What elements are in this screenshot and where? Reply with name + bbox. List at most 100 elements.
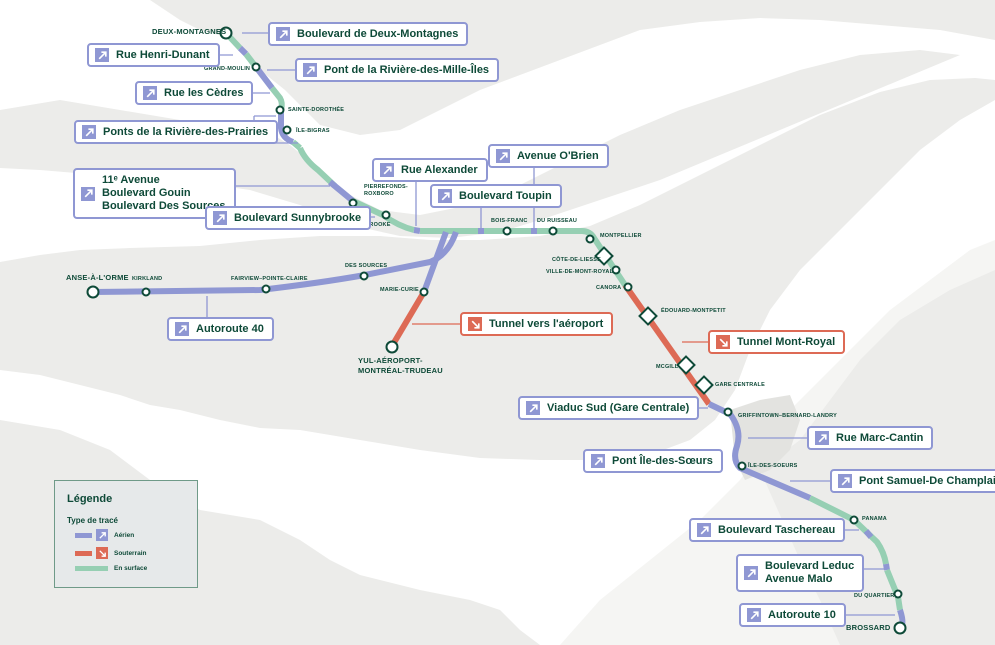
- station-label-fairview: FAIRVIEW–POINTE-CLAIRE: [231, 276, 308, 282]
- station-label-yul-2: MONTRÉAL-TRUDEAU: [358, 366, 443, 375]
- station-label-anse-a-lorme: ANSE-À-L'ORME: [66, 273, 129, 282]
- callout-autoroute-40[interactable]: Autoroute 40: [167, 317, 274, 341]
- station-label-grand-moulin: GRAND-MOULIN: [204, 66, 251, 72]
- arrow-down-right-icon: [468, 317, 482, 331]
- callout-label: Rue Henri-Dunant: [116, 48, 210, 61]
- station-label-des-sources: DES SOURCES: [345, 263, 388, 269]
- arrow-up-right-icon: [213, 211, 227, 225]
- legend-label: Aérien: [114, 531, 135, 539]
- callout-boulevard-deux-montagnes[interactable]: Boulevard de Deux-Montagnes: [268, 22, 469, 46]
- legend-item-souterrain: Souterrain: [75, 547, 147, 559]
- legend-label: Souterrain: [114, 549, 147, 557]
- station-label-panama: PANAMA: [862, 516, 887, 522]
- callout-rue-marc-cantin[interactable]: Rue Marc-Cantin: [807, 426, 934, 450]
- callout-label-line: Boulevard Des Sources: [102, 200, 226, 212]
- station-label-kirkland: KIRKLAND: [132, 276, 163, 282]
- callout-label: Rue les Cèdres: [164, 86, 244, 99]
- segment-dm-11: [413, 227, 421, 234]
- callout-autoroute-10[interactable]: Autoroute 10: [739, 603, 846, 627]
- arrow-up-right-icon: [175, 322, 189, 336]
- callout-label: Avenue O'Brien: [517, 149, 599, 162]
- segment-south-aerial-2: [883, 563, 890, 571]
- land-montreal-island: [0, 78, 995, 460]
- legend-swatch-underground: [75, 550, 92, 556]
- callout-rue-alexander[interactable]: Rue Alexander: [372, 158, 488, 182]
- segment-dm-6: [278, 110, 295, 145]
- callout-tunnel-aeroport[interactable]: Tunnel vers l'aéroport: [460, 312, 614, 336]
- station-label-marie-curie: MARIE-CURIE: [380, 287, 419, 293]
- arrow-up-right-icon: [438, 189, 452, 203]
- station-marker-mcgill[interactable]: [676, 355, 696, 375]
- station-label-deux-montagnes: DEUX-MONTAGNES: [152, 27, 227, 36]
- callout-label: Viaduc Sud (Gare Centrale): [547, 401, 690, 414]
- arrow-up-right-icon: [276, 27, 290, 41]
- callout-label-line: 11ᵉ Avenue: [102, 174, 160, 186]
- callout-pont-mille-iles[interactable]: Pont de la Rivière-des-Mille-Îles: [295, 58, 500, 82]
- callout-tunnel-mont-royal[interactable]: Tunnel Mont-Royal: [708, 330, 846, 354]
- legend: Légende Type de tracé Aérien Souterrain …: [54, 480, 198, 588]
- station-label-du-ruisseau: DU RUISSEAU: [537, 218, 578, 224]
- callout-ponts-riviere-des-prairies[interactable]: Ponts de la Rivière-des-Prairies: [74, 120, 279, 144]
- station-marker-ile-des-soeurs[interactable]: [737, 461, 747, 471]
- station-marker-deux-montagnes[interactable]: [219, 26, 233, 40]
- station-marker-griffintown[interactable]: [723, 407, 733, 417]
- callout-label-line: Boulevard Gouin: [102, 187, 191, 199]
- arrow-down-right-icon: [716, 335, 730, 349]
- arrow-up-right-icon: [838, 474, 852, 488]
- station-marker-ville-mont-royal[interactable]: [611, 265, 621, 275]
- callout-label: Boulevard Taschereau: [718, 523, 836, 536]
- station-marker-anse-a-lorme[interactable]: [86, 285, 100, 299]
- station-label-gare-centrale: GARE CENTRALE: [715, 382, 765, 388]
- callout-boulevard-sunnybrooke[interactable]: Boulevard Sunnybrooke: [205, 206, 372, 230]
- station-marker-cote-de-liesse[interactable]: [594, 246, 614, 266]
- arrow-up-right-icon: [697, 523, 711, 537]
- station-label-mcgill: MCGILL: [656, 364, 679, 370]
- station-label-montpellier: MONTPELLIER: [600, 233, 642, 239]
- station-marker-montpellier[interactable]: [585, 234, 595, 244]
- callout-boulevard-toupin[interactable]: Boulevard Toupin: [430, 184, 562, 208]
- arrow-up-right-icon: [96, 529, 108, 541]
- callout-label: Pont Samuel-De Champlain: [859, 474, 995, 487]
- stations: [86, 26, 907, 635]
- callout-label: Ponts de la Rivière-des-Prairies: [103, 125, 269, 138]
- station-marker-sunnybrooke[interactable]: [381, 210, 391, 220]
- station-marker-marie-curie[interactable]: [419, 287, 429, 297]
- station-label-edouard-montpetit: ÉDOUARD-MONTPETIT: [661, 308, 726, 314]
- arrow-up-right-icon: [82, 125, 96, 139]
- callout-label: Boulevard Toupin: [459, 189, 552, 202]
- station-marker-gare-centrale[interactable]: [694, 375, 714, 395]
- callout-label: Rue Marc-Cantin: [836, 431, 924, 444]
- station-marker-panama[interactable]: [849, 515, 859, 525]
- station-marker-bois-franc[interactable]: [502, 226, 512, 236]
- callout-label: Rue Alexander: [401, 163, 478, 176]
- callout-rue-les-cedres[interactable]: Rue les Cèdres: [135, 81, 254, 105]
- callout-rue-henri-dunant[interactable]: Rue Henri-Dunant: [87, 43, 220, 67]
- callout-leduc-malo[interactable]: Boulevard Leduc Avenue Malo: [736, 554, 865, 592]
- callout-viaduc-sud[interactable]: Viaduc Sud (Gare Centrale): [518, 396, 700, 420]
- station-marker-edouard-montpetit[interactable]: [638, 306, 658, 326]
- station-marker-fairview[interactable]: [261, 284, 271, 294]
- station-marker-sainte-dorothee[interactable]: [275, 105, 285, 115]
- station-marker-du-ruisseau[interactable]: [548, 226, 558, 236]
- station-label-du-quartier: DU QUARTIER: [854, 593, 895, 599]
- segment-dm-8: [297, 146, 338, 189]
- station-label-bois-franc: BOIS-FRANC: [491, 218, 528, 224]
- station-marker-canora[interactable]: [623, 282, 633, 292]
- station-marker-yul[interactable]: [385, 340, 399, 354]
- station-marker-kirkland[interactable]: [141, 287, 151, 297]
- callout-pont-ile-des-soeurs[interactable]: Pont Île-des-Sœurs: [583, 449, 723, 473]
- station-label-sainte-dorothee: SAINTE-DOROTHÉE: [288, 107, 345, 113]
- callout-avenue-obrien[interactable]: Avenue O'Brien: [488, 144, 609, 168]
- station-label-cote-de-liesse: CÔTE-DE-LIESSE: [552, 257, 601, 263]
- arrow-up-right-icon: [744, 566, 758, 580]
- arrow-up-right-icon: [143, 86, 157, 100]
- station-marker-ile-bigras[interactable]: [282, 125, 292, 135]
- station-marker-brossard[interactable]: [893, 621, 907, 635]
- station-marker-grand-moulin[interactable]: [251, 62, 261, 72]
- callout-boulevard-taschereau[interactable]: Boulevard Taschereau: [689, 518, 846, 542]
- callout-pont-samuel-de-champlain[interactable]: Pont Samuel-De Champlain: [830, 469, 995, 493]
- station-marker-des-sources[interactable]: [359, 271, 369, 281]
- callout-label-group: 11ᵉ Avenue Boulevard Gouin Boulevard Des…: [102, 174, 226, 213]
- station-marker-du-quartier[interactable]: [893, 589, 903, 599]
